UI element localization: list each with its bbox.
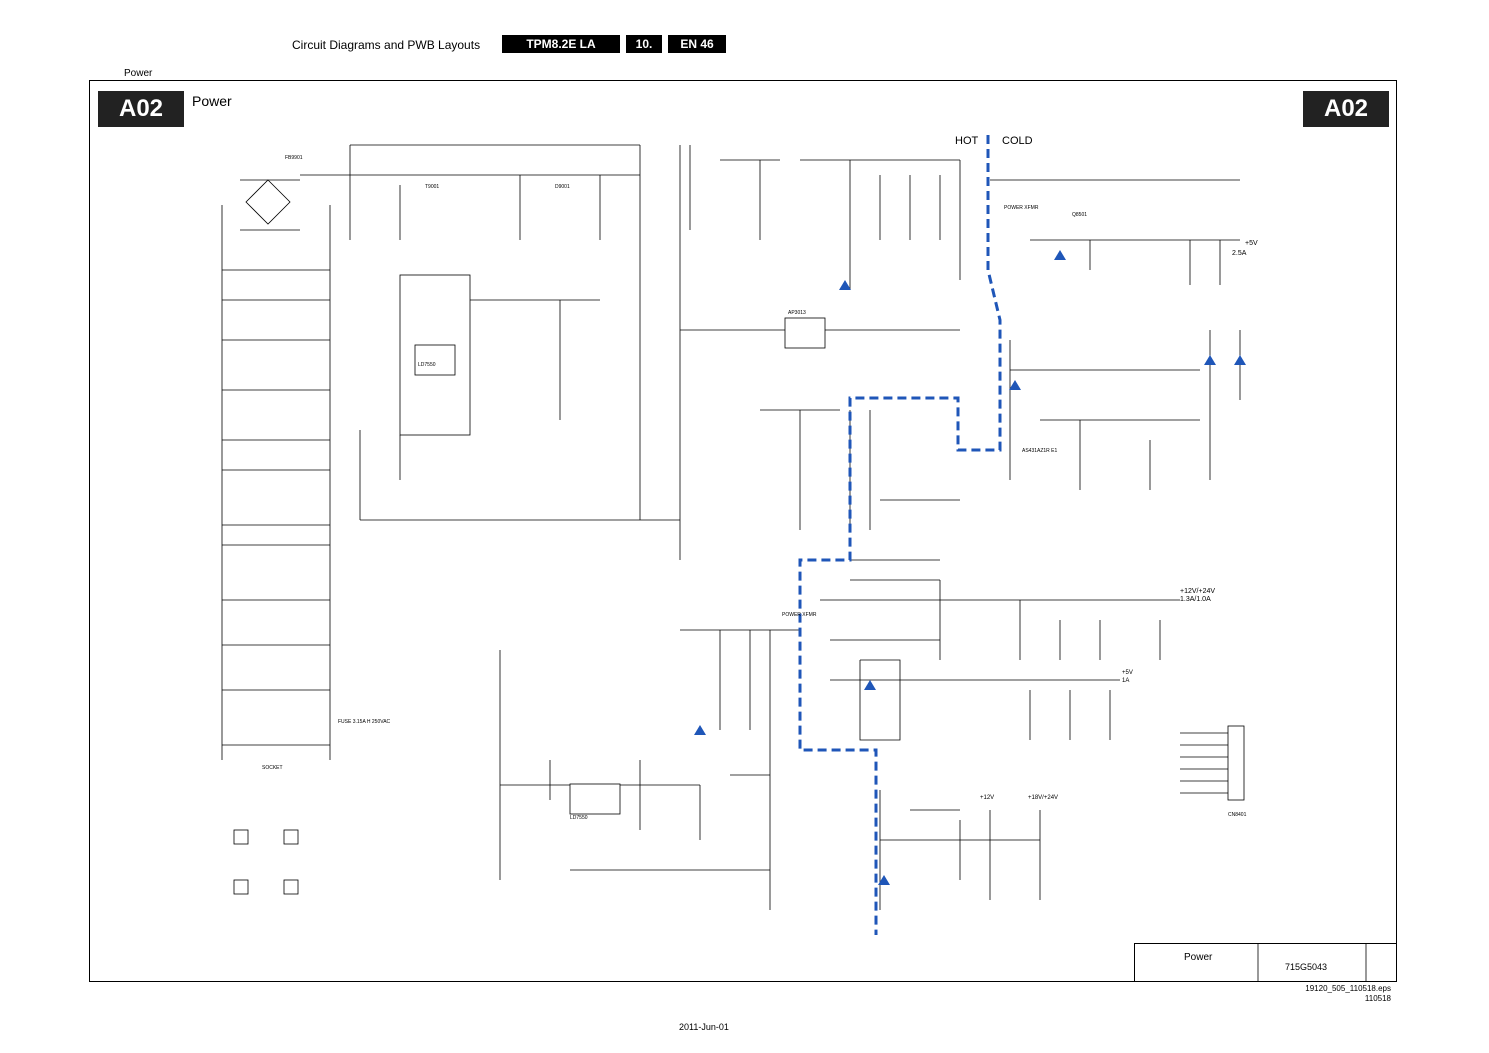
component-label: CN8401 [1228, 812, 1247, 818]
hot-side-label: HOT [955, 135, 979, 147]
output-12-24v-current: 1.3A/1.0A [1180, 596, 1211, 603]
title-block-number: 715G5043 [1285, 962, 1328, 972]
component-label: FB9901 [285, 155, 303, 161]
output-5v-current: 2.5A [1232, 250, 1247, 257]
footer-date: 2011-Jun-01 [679, 1022, 729, 1032]
footer-code: 110518 [1364, 994, 1391, 1003]
sheet-badge-left: A02 [98, 91, 184, 127]
output-12v-label: +12V [980, 795, 995, 801]
component-label: Q8501 [1072, 212, 1088, 218]
chapter-badge: 10. [626, 35, 662, 53]
title-block [1134, 943, 1397, 982]
component-label: SOCKET [262, 765, 283, 771]
output-4v-label: +5V [1122, 670, 1133, 676]
diagram-title: Power [192, 93, 232, 109]
section-label: Power [124, 68, 153, 79]
component-label: FUSE 3.15A H 250VAC [338, 719, 391, 725]
cold-side-label: COLD [1002, 135, 1033, 147]
component-label: POWER XFMR [1004, 205, 1039, 211]
component-label: POWER XFMR [782, 612, 817, 618]
component-label: LD7550 [418, 362, 436, 368]
component-label: AP3013 [788, 310, 806, 316]
title-block-name: Power [1184, 952, 1213, 963]
header-title: Circuit Diagrams and PWB Layouts [292, 38, 481, 52]
component-label: AS431AZ1R E1 [1022, 448, 1058, 454]
output-5v-label: +5V [1245, 240, 1258, 247]
component-label: D9001 [555, 184, 570, 190]
footer-filename: 19120_505_110518.eps [1305, 984, 1391, 993]
output-4v-current: 1A [1122, 678, 1130, 684]
component-label: T9001 [425, 184, 440, 190]
component-label: LD7550 [570, 815, 588, 821]
lang-badge: EN 46 [668, 35, 726, 53]
output-18-24v-label: +18V/+24V [1028, 795, 1059, 801]
diagram-frame [89, 80, 1397, 982]
sheet-badge-right: A02 [1303, 91, 1389, 127]
output-12-24v-label: +12V/+24V [1180, 588, 1216, 595]
model-badge: TPM8.2E LA [502, 35, 620, 53]
